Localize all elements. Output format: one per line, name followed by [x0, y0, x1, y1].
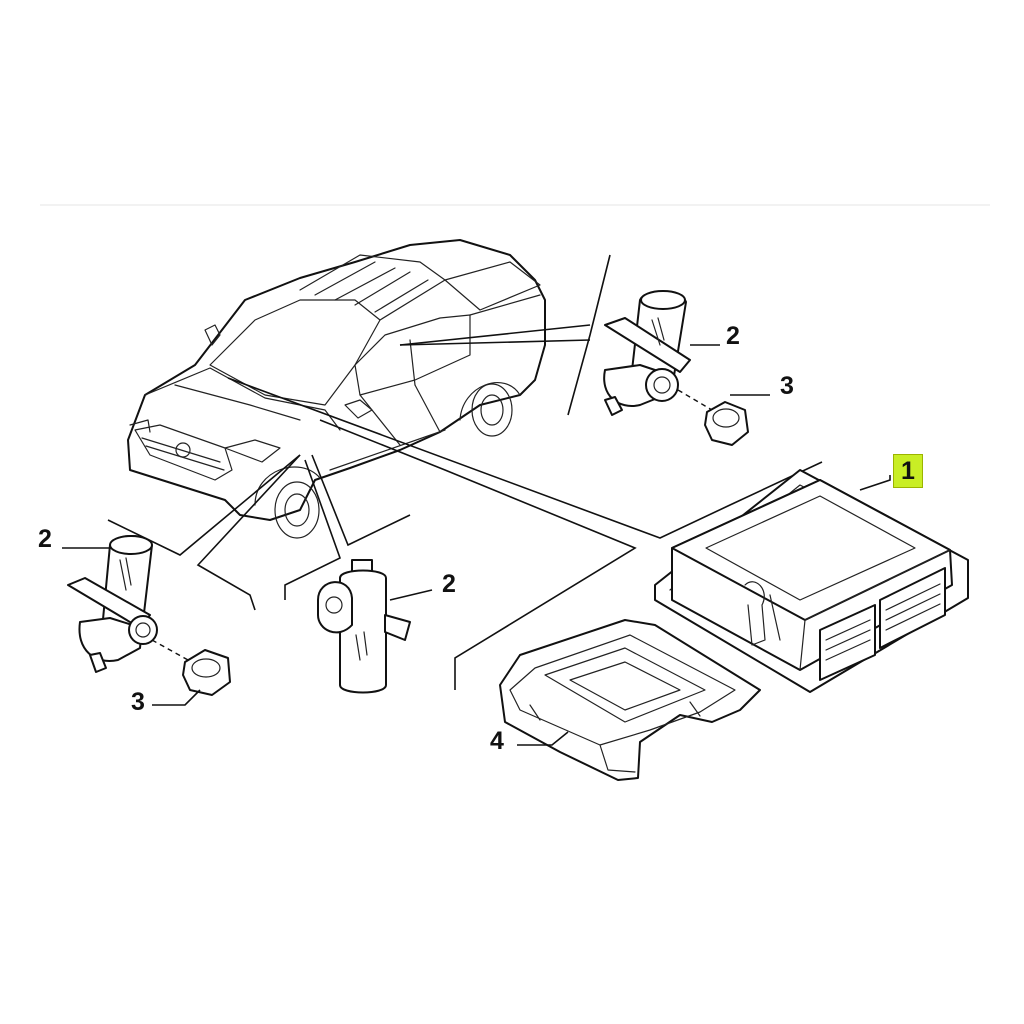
- vehicle-leader-lines: [107, 254, 823, 690]
- hex-nut-icon: [677, 389, 749, 446]
- callout-label-4[interactable]: 4: [490, 727, 504, 755]
- callout-label-2-right[interactable]: 2: [726, 322, 740, 350]
- callout-label-1[interactable]: 1: [893, 454, 923, 488]
- impact-sensor-icon: [317, 559, 411, 694]
- mounting-bracket-icon: [499, 619, 761, 781]
- pickup-truck-illustration: [127, 239, 546, 539]
- impact-sensor-icon: [603, 290, 691, 416]
- impact-sensor-icon: [67, 535, 158, 673]
- callout-label-3-left[interactable]: 3: [131, 688, 145, 716]
- callout-leaders: [62, 344, 891, 746]
- callout-label-2-left[interactable]: 2: [38, 525, 52, 553]
- callout-label-3-right[interactable]: 3: [780, 372, 794, 400]
- hex-nut-icon: [151, 639, 231, 696]
- airbag-control-unit-icon: [654, 469, 969, 693]
- callout-label-2-center[interactable]: 2: [442, 570, 456, 598]
